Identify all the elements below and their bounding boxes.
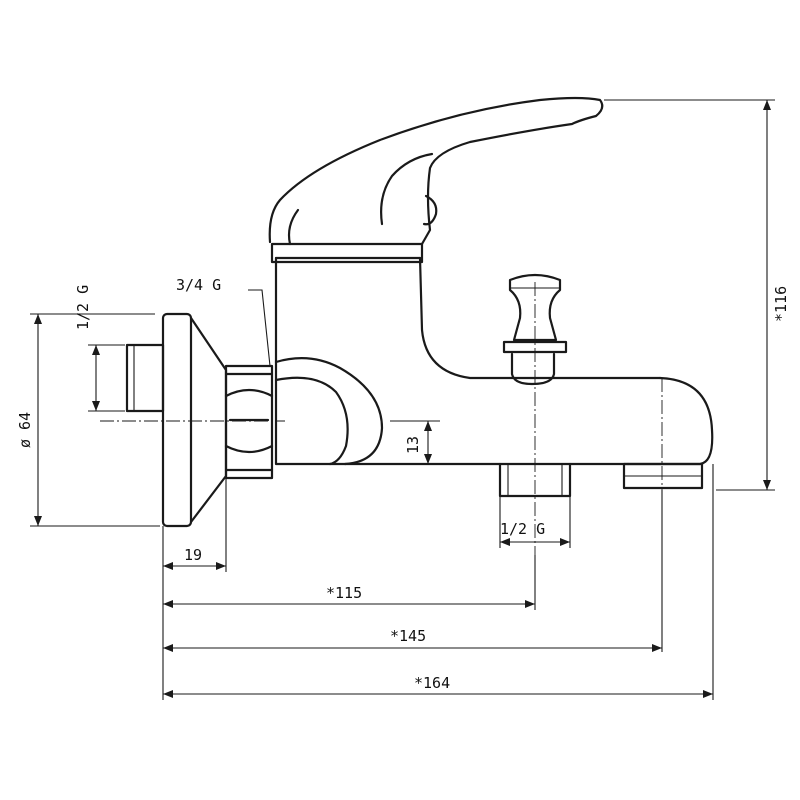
- to-spout-label: *145: [390, 627, 426, 645]
- dimension-lines: [30, 99, 775, 700]
- dimension-labels: 1/2 G ø 64 3/4 G 19 13 1/2 G *115 *145 *…: [16, 276, 790, 692]
- mixer-body: [270, 242, 714, 466]
- flange-diameter-label: ø 64: [16, 412, 34, 448]
- bottom-outlets: [498, 462, 704, 498]
- flange-width-label: 19: [184, 546, 202, 564]
- wall-connector: [125, 312, 274, 528]
- lever-handle: [268, 96, 604, 246]
- to-outlet-label: *115: [326, 584, 362, 602]
- spout-gap-label: 13: [404, 436, 422, 454]
- inlet-thread-label: 1/2 G: [74, 285, 92, 330]
- overall-height-label: *116: [772, 286, 790, 322]
- diverter-knob: [502, 273, 568, 386]
- body-thread-label: 3/4 G: [176, 276, 221, 294]
- outlet-thread-label: 1/2 G: [500, 520, 545, 538]
- overall-length-label: *164: [414, 674, 450, 692]
